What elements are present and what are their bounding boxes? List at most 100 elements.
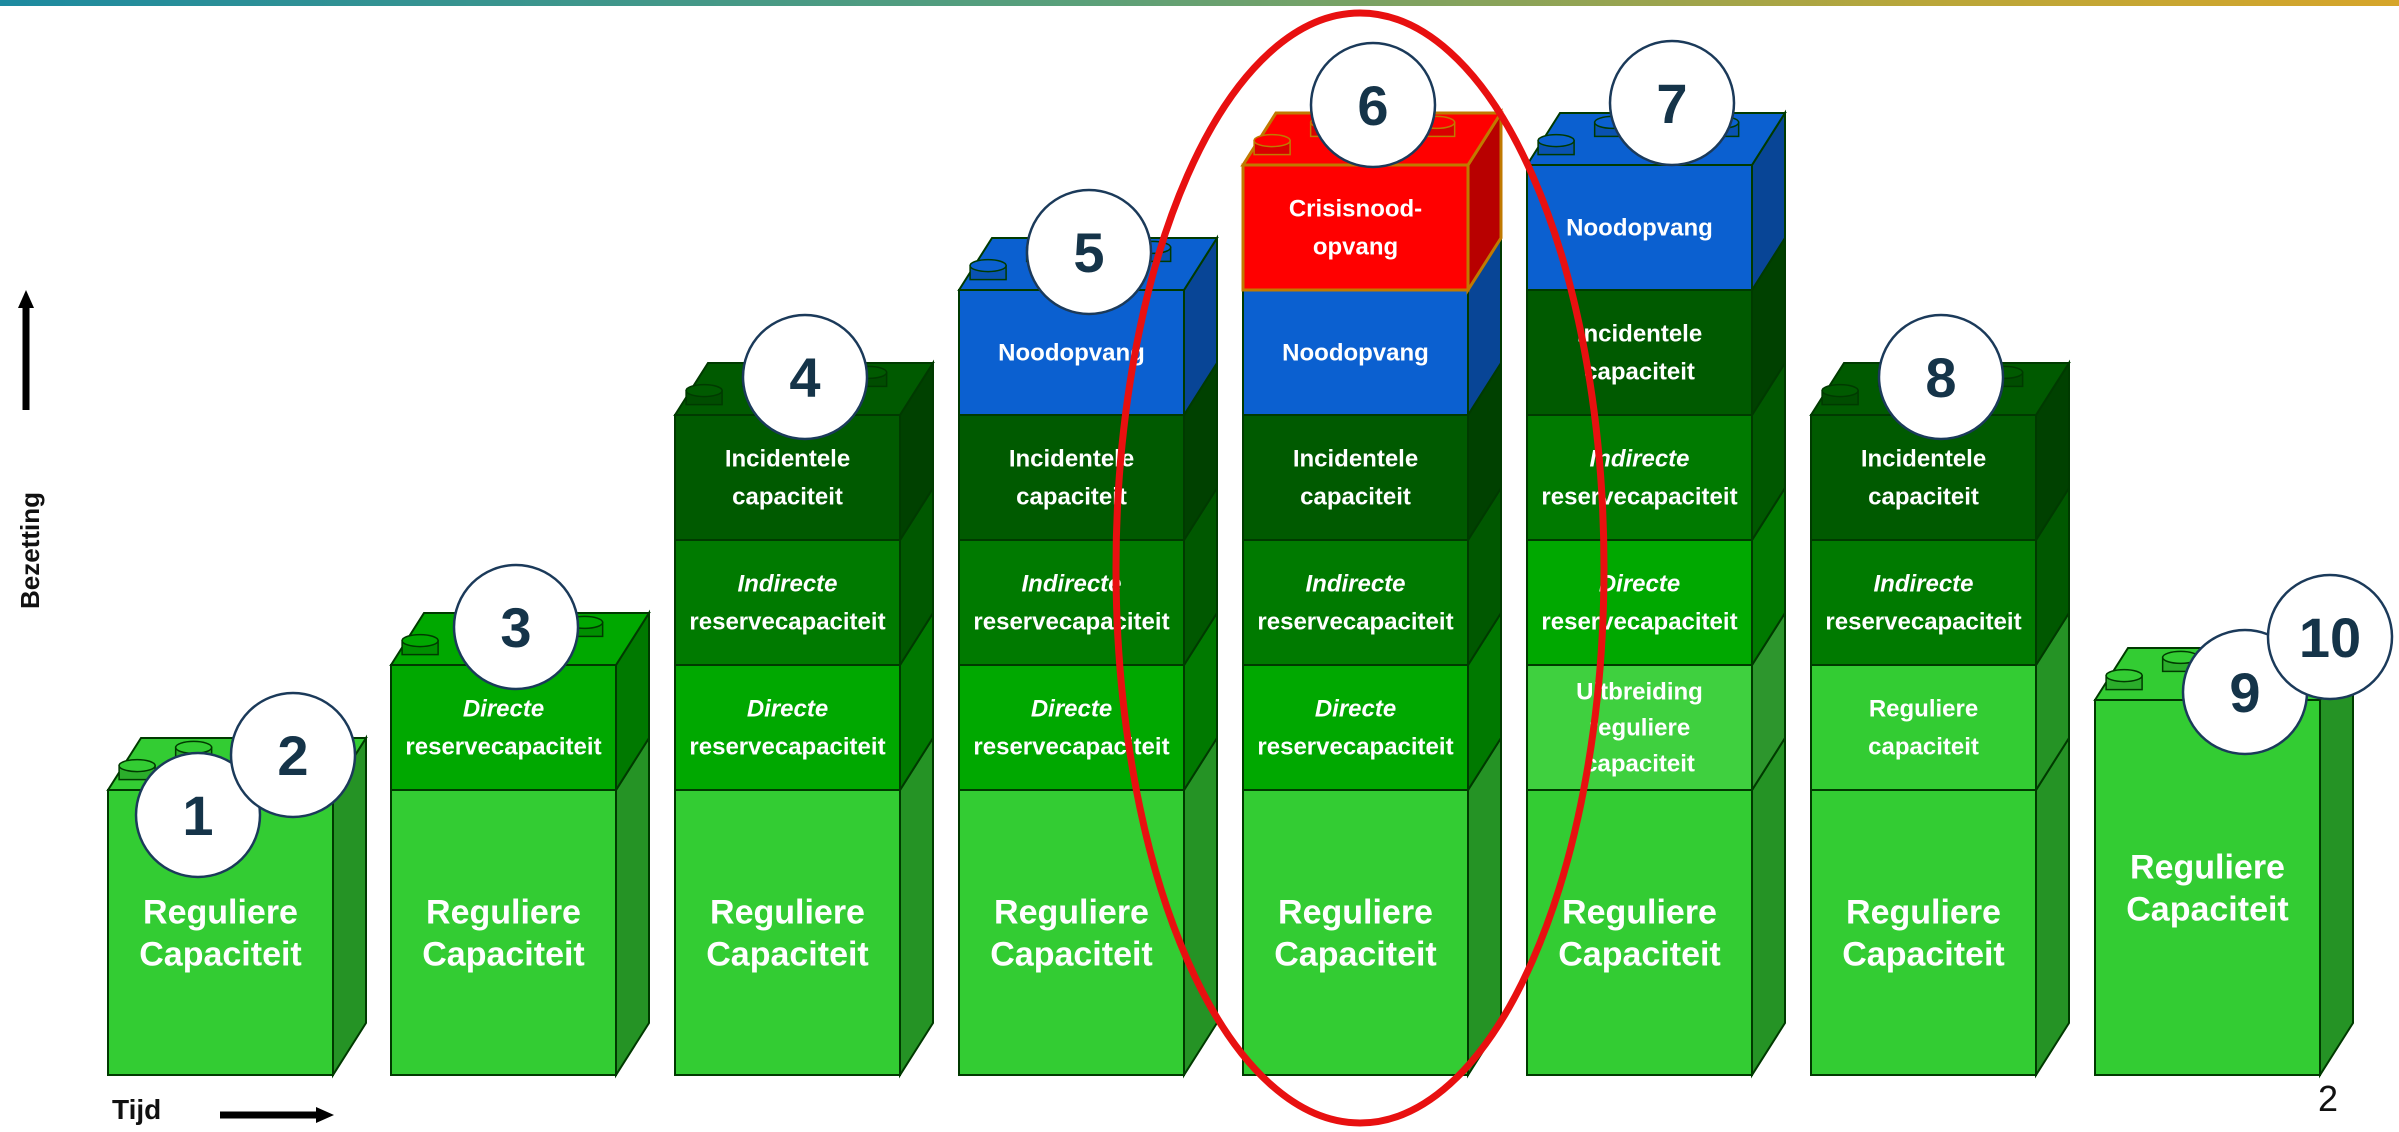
stud-top — [2105, 668, 2143, 683]
block-side-face — [1751, 734, 1786, 1079]
block-label: Indirecte — [1305, 571, 1405, 598]
block-label: Reguliere — [1278, 894, 1433, 932]
block-front-face — [674, 539, 901, 666]
block-label: reservecapaciteit — [1825, 609, 2021, 636]
block-front-face — [1810, 539, 2037, 666]
block-label: reservecapaciteit — [973, 609, 1169, 636]
highlight-ellipse — [1112, 9, 1608, 1127]
block-label: Incidentele — [725, 446, 850, 473]
block-label: Directe — [1315, 696, 1396, 723]
block-label: Indirecte — [737, 571, 837, 598]
stud-top — [1253, 133, 1291, 148]
block-front-face — [958, 414, 1185, 541]
block-front-face — [1810, 789, 2037, 1076]
block-side-face — [1183, 734, 1218, 1079]
block-front-face — [390, 789, 617, 1076]
block-label: reservecapaciteit — [1257, 609, 1453, 636]
block-noodopvang: Noodopvang — [1242, 234, 1502, 419]
block-label: capaciteit — [1016, 484, 1127, 511]
block-regular_small: Reguliere capaciteit — [1810, 609, 2070, 794]
top-accent-bar — [0, 0, 2399, 6]
block-front-face — [2094, 699, 2321, 1076]
block-directe: Directe reservecapaciteit — [1242, 609, 1502, 794]
block-front-face — [1526, 789, 1753, 1076]
step-number: 4 — [789, 346, 820, 409]
stud-top — [685, 383, 723, 398]
stack-2: ReguliereCapaciteitDirectereservecapacit… — [389, 563, 651, 1079]
block-label: Directe — [1031, 696, 1112, 723]
block-label: Incidentele — [1293, 446, 1418, 473]
block-front-face — [958, 539, 1185, 666]
block-label: reservecapaciteit — [689, 609, 885, 636]
block-label: Noodopvang — [1566, 215, 1713, 242]
block-side-face — [615, 734, 650, 1079]
block-label: opvang — [1313, 234, 1398, 261]
block-front-face — [1241, 163, 1470, 292]
page-number: 2 — [2318, 1078, 2339, 1119]
block-front-face — [1526, 539, 1753, 666]
block-side-face — [2035, 734, 2070, 1079]
block-label: Incidentele — [1861, 446, 1986, 473]
y-axis-text: Bezetting — [14, 491, 45, 609]
block-label: capaciteit — [1584, 751, 1695, 778]
y-axis-label: Bezetting — [10, 470, 50, 630]
step-number: 6 — [1357, 74, 1388, 137]
block-label: reservecapaciteit — [405, 734, 601, 761]
block-label: Reguliere — [1562, 894, 1717, 932]
step-number-circle — [1309, 41, 1437, 169]
block-indirecte: Indirecte reservecapaciteit — [674, 484, 934, 669]
block-label: reservecapaciteit — [973, 734, 1169, 761]
block-label: capaciteit — [1868, 484, 1979, 511]
step-number-circle — [452, 563, 580, 691]
block-label: Crisisnood- — [1289, 196, 1422, 223]
step-number-circle — [1608, 39, 1736, 167]
block-side-face — [2319, 644, 2354, 1079]
block-front-face — [1242, 664, 1469, 791]
block-directe: Directe reservecapaciteit — [958, 609, 1218, 794]
stack-7: ReguliereCapaciteitRegulierecapaciteitIn… — [1809, 313, 2071, 1079]
block-front-face — [1242, 539, 1469, 666]
block-label: Reguliere — [2130, 849, 2285, 887]
block-label: Noodopvang — [998, 340, 1145, 367]
stud-top — [174, 740, 213, 755]
block-label: Capaciteit — [422, 936, 585, 974]
block-front-face — [1526, 664, 1753, 791]
block-front-face — [674, 789, 901, 1076]
block-front-face — [1242, 789, 1469, 1076]
block-side-face — [899, 734, 934, 1079]
step-number: 9 — [2229, 661, 2260, 724]
step-number-circle — [2266, 573, 2394, 701]
block-label: capaciteit — [1868, 734, 1979, 761]
block-label: capaciteit — [732, 484, 843, 511]
block-front-face — [1242, 289, 1469, 416]
block-label: Reguliere — [1869, 696, 1978, 723]
block-label: Capaciteit — [990, 936, 1153, 974]
block-label: Noodopvang — [1282, 340, 1429, 367]
stud-top — [1821, 383, 1859, 398]
x-axis-label: Tijd — [112, 1094, 162, 1125]
block-label: Incidentele — [1009, 446, 1134, 473]
block-label: Directe — [1599, 571, 1680, 598]
block-label: reservecapaciteit — [1257, 734, 1453, 761]
y-axis-arrowhead — [18, 290, 34, 308]
block-label: Capaciteit — [1842, 936, 2005, 974]
step-number: 7 — [1656, 72, 1687, 135]
block-front-face — [1810, 664, 2037, 791]
step-number: 2 — [277, 724, 308, 787]
stack-6: ReguliereCapaciteitUitbreidingregulierec… — [1525, 39, 1787, 1079]
block-front-face — [958, 664, 1185, 791]
block-label: Capaciteit — [706, 936, 869, 974]
block-label: Incidentele — [1577, 321, 1702, 348]
block-label: Reguliere — [994, 894, 1149, 932]
